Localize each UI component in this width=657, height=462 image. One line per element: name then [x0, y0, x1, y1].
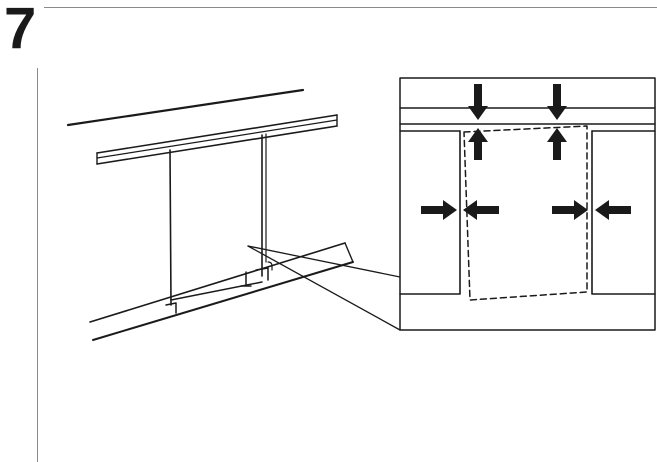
- inset-right-cabinet: [591, 130, 656, 295]
- top-divider: [44, 7, 657, 8]
- step-number: 7: [4, 0, 37, 61]
- callout-leader: [247, 245, 401, 331]
- left-cabinet-edge: [169, 149, 172, 306]
- countertop-front-strip: [96, 114, 338, 165]
- dishwasher-base: [170, 281, 263, 301]
- alignment-arrow-icon: [421, 84, 631, 220]
- inset-frame: [399, 77, 656, 331]
- side-divider: [37, 68, 38, 462]
- countertop-edge: [66, 88, 305, 127]
- inset-left-cabinet: [399, 130, 461, 295]
- dishwasher-outline-dashed: [463, 125, 588, 301]
- gap-detail-inset: [399, 77, 656, 331]
- floor-line-front: [89, 242, 346, 323]
- dishwasher-installation-illustration: [66, 88, 354, 341]
